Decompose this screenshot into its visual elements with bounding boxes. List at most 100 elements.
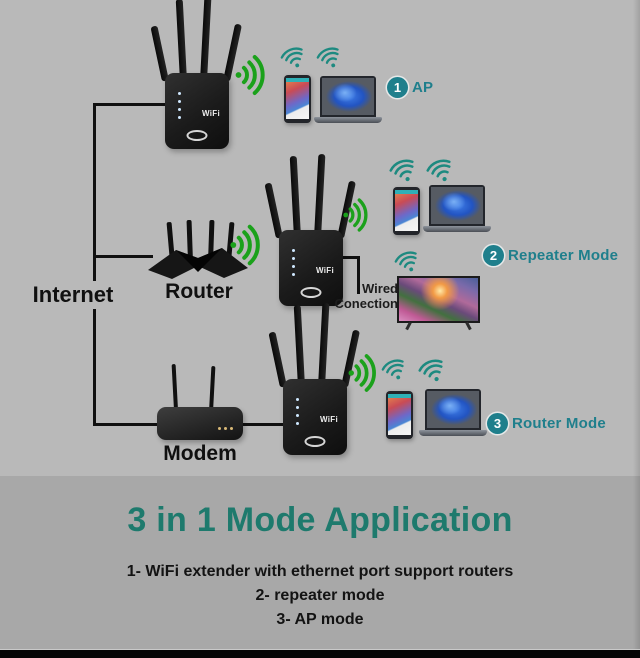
led-dot <box>292 257 295 260</box>
wifi-icon <box>381 359 404 380</box>
laptop <box>423 185 491 232</box>
laptop-base <box>314 117 382 123</box>
antenna-icon <box>268 331 287 388</box>
antenna-icon <box>318 302 330 388</box>
wifi-icon <box>426 159 451 182</box>
modem-device <box>157 363 243 442</box>
smartphone <box>386 391 413 439</box>
laptop <box>314 76 382 123</box>
wifi-icon <box>316 47 339 68</box>
mode-number-circle: 3 <box>487 413 508 434</box>
phone-screen <box>388 394 411 435</box>
wifi-repeater-device-3: WiFi <box>268 302 360 455</box>
smartphone <box>393 187 420 235</box>
feature-line-1: 1- WiFi extender with ethernet port supp… <box>126 563 514 580</box>
antenna-icon <box>314 153 326 239</box>
led-dot <box>178 92 181 95</box>
laptop-base <box>423 226 491 232</box>
antenna-icon <box>289 155 301 239</box>
laptop-wallpaper <box>322 78 374 115</box>
led-dot <box>296 398 299 401</box>
feature-list: 1- WiFi extender with ethernet port supp… <box>0 560 640 632</box>
wps-button <box>304 436 326 447</box>
wired-connection-label: Wired Conection <box>330 281 398 311</box>
mode-badge-router: 3 Router Mode <box>487 413 606 434</box>
led-dot <box>178 100 181 103</box>
feature-line-2: 2- repeater mode <box>255 587 385 604</box>
wired-label-line1: Wired <box>362 281 398 296</box>
led-dot <box>292 265 295 268</box>
tv-screen <box>397 276 480 323</box>
wifi-signal-icon <box>235 55 265 95</box>
wps-button <box>300 287 322 298</box>
router-label: Router <box>165 280 233 303</box>
wifi-repeater-device-2: WiFi <box>264 153 356 306</box>
router-device <box>148 220 248 279</box>
repeater-brand-label: WiFi <box>319 415 338 424</box>
wifi-signal-icon <box>230 224 260 266</box>
laptop <box>419 389 487 436</box>
footer-panel <box>0 476 640 649</box>
line-to-modem <box>93 423 162 426</box>
led-dot <box>224 427 227 430</box>
led-dot <box>296 414 299 417</box>
mode-label: Router Mode <box>512 415 606 432</box>
internet-label: Internet <box>14 281 132 309</box>
wired-line-vertical <box>357 256 360 294</box>
wifi-icon <box>418 359 443 382</box>
phone-screen <box>395 190 418 231</box>
line-modem-to-repeater3 <box>239 423 283 426</box>
led-dot <box>178 116 181 119</box>
laptop-base <box>419 430 487 436</box>
wifi-icon <box>389 159 414 182</box>
phone-screen <box>286 78 309 119</box>
antenna-icon <box>209 365 216 413</box>
repeater-brand-label: WiFi <box>315 266 334 275</box>
wifi-signal-icon <box>348 354 376 392</box>
antenna-icon <box>171 363 178 411</box>
page-title: 3 in 1 Mode Application <box>127 501 513 539</box>
mode-number-circle: 1 <box>387 77 408 98</box>
antenna-icon <box>293 304 305 388</box>
line-to-router <box>93 255 153 258</box>
led-dot <box>178 108 181 111</box>
wifi-signal-icon <box>343 198 368 232</box>
laptop-wallpaper <box>431 187 483 224</box>
laptop-wallpaper <box>427 391 479 428</box>
tv-leg <box>405 321 412 331</box>
bottom-letterbox-bar <box>0 649 640 658</box>
repeater-brand-label: WiFi <box>201 109 220 118</box>
mode-label: AP <box>412 79 434 96</box>
wifi-icon <box>394 251 417 272</box>
mode-badge-repeater: 2 Repeater Mode <box>483 245 618 266</box>
wps-button <box>186 130 208 141</box>
modem-body <box>157 407 243 440</box>
line-to-repeater1 <box>93 103 168 106</box>
antenna-icon <box>200 0 212 82</box>
antenna-icon <box>175 0 187 82</box>
tv-image <box>399 278 478 321</box>
wired-label-line2: Conection <box>334 296 398 311</box>
laptop-screen <box>425 389 481 430</box>
tv-leg <box>465 321 472 331</box>
antenna-icon <box>150 25 169 82</box>
wifi-icon <box>280 47 303 68</box>
mode-number-circle: 2 <box>483 245 504 266</box>
led-dot <box>230 427 233 430</box>
led-dot <box>296 406 299 409</box>
mode-label: Repeater Mode <box>508 247 619 264</box>
led-dot <box>292 273 295 276</box>
led-dot <box>296 422 299 425</box>
feature-line-3: 3- AP mode <box>276 611 364 628</box>
smartphone <box>284 75 311 123</box>
smart-tv <box>397 276 480 331</box>
wifi-repeater-device-1: WiFi <box>150 0 242 149</box>
wired-line-horizontal <box>343 256 360 259</box>
mode-badge-ap: 1 AP <box>387 77 433 98</box>
modem-label: Modem <box>163 442 237 465</box>
internet-trunk-line <box>93 103 96 426</box>
led-dot <box>218 427 221 430</box>
led-dot <box>292 249 295 252</box>
laptop-screen <box>320 76 376 117</box>
